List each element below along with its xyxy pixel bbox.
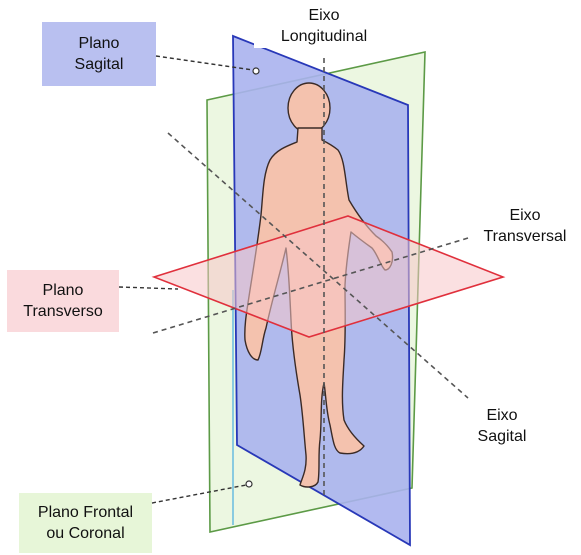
transverse-axis-label: Eixo Transversal <box>470 204 580 248</box>
sagittal-axis-label-line-1: Eixo <box>486 405 517 426</box>
sagittal-plane-label: Plano Sagital <box>42 22 156 86</box>
sagittal-axis-label-line-2: Sagital <box>478 426 527 447</box>
transverse-axis-label-line-1: Eixo <box>509 205 540 226</box>
transverse-plane <box>154 216 503 337</box>
frontal-plane-label: Plano Frontal ou Coronal <box>19 493 152 553</box>
longitudinal-axis-label-line-1: Eixo <box>308 5 339 26</box>
transverse-plane-label-line-2: Transverso <box>23 301 102 322</box>
sagittal-axis-label: Eixo Sagital <box>462 403 542 449</box>
sagittal-plane-label-line-1: Plano <box>79 33 120 54</box>
frontal-plane-marker <box>246 481 252 487</box>
frontal-plane-label-line-1: Plano Frontal <box>38 502 133 523</box>
transverse-plane-label-line-1: Plano <box>43 280 84 301</box>
transverse-plane-label: Plano Transverso <box>7 270 119 332</box>
sagittal-plane-label-line-2: Sagital <box>75 54 124 75</box>
transverse-plane-leader <box>119 287 178 289</box>
transverse-axis-label-line-2: Transversal <box>484 226 567 247</box>
longitudinal-axis-label-line-2: Longitudinal <box>281 26 367 47</box>
longitudinal-axis-label: Eixo Longitudinal <box>254 4 394 48</box>
frontal-plane-label-line-2: ou Coronal <box>46 523 124 544</box>
sagittal-plane-marker <box>253 68 259 74</box>
